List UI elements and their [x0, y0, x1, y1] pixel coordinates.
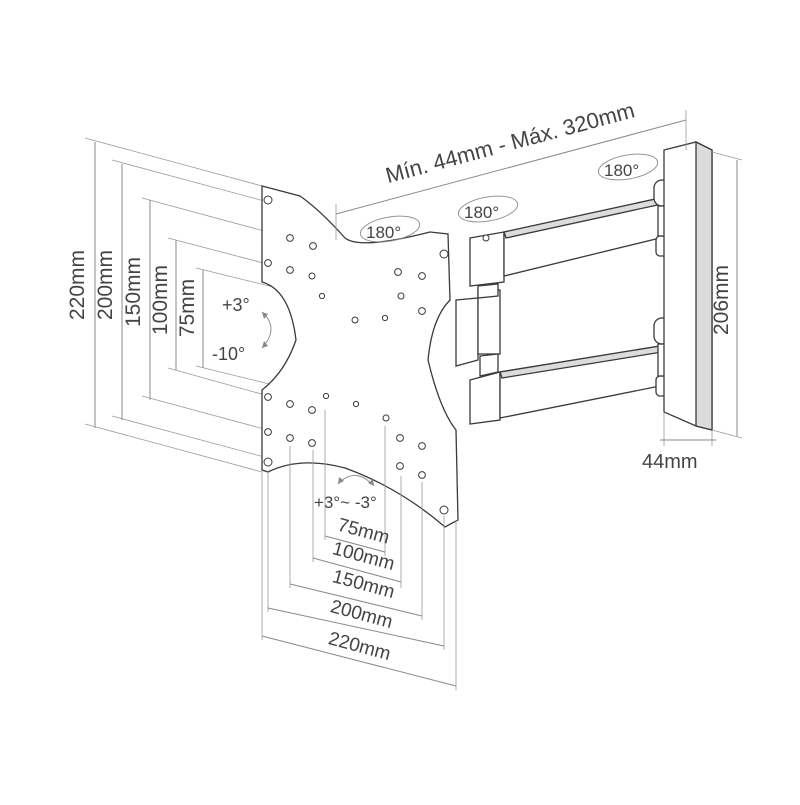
mount-hole — [308, 272, 316, 280]
mount-hole — [286, 234, 294, 242]
mount-hole — [382, 414, 390, 422]
swivel-arrow-icon — [457, 195, 519, 223]
rotation-annotation: +3°~ -3° — [314, 475, 377, 512]
swivel-label: 180° — [464, 203, 499, 222]
mount-hole — [286, 266, 294, 274]
dim-line-220-horizontal — [261, 635, 457, 687]
mount-hole — [439, 249, 449, 259]
wall-plate-dimensions: 206mm 44mm — [642, 151, 743, 473]
mount-hole — [308, 439, 316, 447]
upper-arm-end — [469, 231, 505, 287]
mount-hole — [418, 272, 426, 280]
mount-hole — [318, 292, 326, 300]
dim-line-75-horizontal — [324, 535, 386, 553]
ext-line — [711, 151, 743, 161]
swivel-label: 180° — [604, 161, 639, 180]
arrowhead-icon — [262, 341, 268, 348]
horizontal-dim-label: 220mm — [326, 628, 393, 665]
mount-hole — [418, 307, 426, 315]
hinge-post — [477, 289, 501, 355]
mount-hole — [264, 428, 272, 436]
mount-hole — [381, 314, 389, 322]
mount-hole — [351, 316, 359, 324]
mount-hole — [396, 434, 404, 442]
swivel-arrow-icon — [597, 153, 659, 181]
mount-hole — [264, 259, 272, 267]
mount-hole — [264, 393, 272, 401]
wall-plate — [663, 140, 713, 431]
arrowhead-icon — [262, 312, 268, 319]
tilt-arrow-icon — [261, 311, 272, 349]
mount-hole — [397, 292, 405, 300]
vertical-dim-label: 100mm — [149, 265, 172, 335]
lower-arm-neck — [479, 353, 499, 377]
mount-hole — [352, 400, 360, 408]
swivel-label: 180° — [366, 223, 401, 242]
tilt-down-label: -10° — [212, 344, 245, 364]
swivel-annotations: 180° 180° 180° — [359, 153, 659, 243]
tilt-annotation: +3° -10° — [212, 295, 272, 364]
mount-hole — [394, 268, 402, 276]
mount-hole — [286, 434, 294, 442]
upper-arm-neck — [477, 283, 499, 299]
dim-line-reach — [335, 119, 687, 215]
mount-hole — [322, 392, 330, 400]
mount-hole — [263, 457, 273, 467]
vertical-dim-label: 220mm — [66, 250, 89, 320]
dim-line-200-horizontal — [267, 607, 445, 647]
ext-line — [711, 429, 743, 439]
vertical-dim-label: 200mm — [94, 250, 117, 320]
mount-hole — [439, 505, 449, 515]
mount-hole — [308, 406, 316, 414]
ext-line — [84, 423, 263, 473]
mounting-holes — [263, 195, 449, 515]
vertical-dim-label: 75mm — [176, 279, 199, 337]
vesa-bracket — [455, 297, 479, 367]
lower-arm-end — [469, 371, 501, 425]
ext-line — [84, 137, 263, 187]
mount-hole — [418, 471, 426, 479]
pivot-pin — [482, 234, 490, 242]
horizontal-dimensions: 75mm 100mm 150mm 200mm 220mm — [261, 410, 457, 690]
mount-hole — [396, 462, 404, 470]
dim-line-100-horizontal — [312, 557, 402, 583]
arrowhead-icon — [368, 479, 374, 486]
mount-hole — [418, 442, 426, 450]
mount-hole — [309, 242, 317, 250]
horizontal-dim-label: 200mm — [328, 596, 395, 633]
dim-line-150-horizontal — [289, 583, 423, 617]
tilt-up-label: +3° — [222, 295, 250, 315]
ext-line — [111, 415, 269, 459]
mount-hole — [286, 400, 294, 408]
swivel-arrow-icon — [359, 215, 421, 243]
wall-plate-depth-label: 44mm — [642, 451, 698, 473]
vesa-plate — [261, 185, 459, 528]
mount-hole — [263, 195, 273, 205]
wall-plate-height-label: 206mm — [710, 265, 733, 335]
vertical-dim-label: 150mm — [122, 257, 145, 327]
rotation-label: +3°~ -3° — [314, 493, 377, 512]
arrowhead-icon — [338, 477, 344, 484]
ext-line — [111, 159, 269, 203]
